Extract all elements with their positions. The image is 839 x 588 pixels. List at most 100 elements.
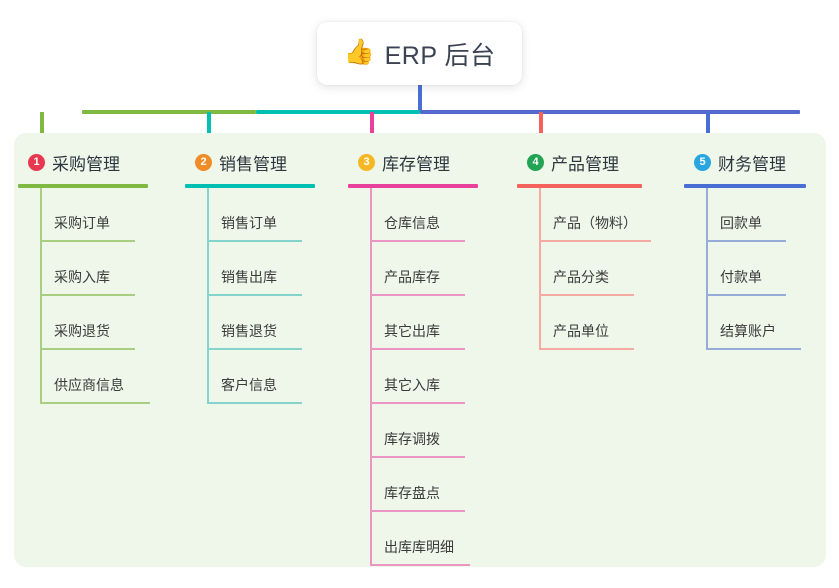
branch-title: 库存管理: [382, 154, 450, 174]
branch-item-label: 产品单位: [553, 323, 609, 339]
branch-item-label: 销售订单: [221, 215, 277, 231]
connector-horizontal-segment: [420, 110, 800, 114]
connector-horizontal-segment: [82, 110, 256, 114]
branch-item[interactable]: 其它入库: [348, 350, 513, 404]
branch-header-4[interactable]: 4 产品管理: [517, 146, 682, 178]
branch-title: 产品管理: [551, 154, 619, 174]
branch-item-label: 其它入库: [384, 377, 440, 393]
branch-item-underline: [40, 402, 150, 404]
branch-item-underline: [370, 348, 465, 350]
branch-item-label: 销售退货: [221, 323, 277, 339]
branch-item-label: 结算账户: [720, 323, 776, 339]
branch-item-label: 产品分类: [553, 269, 609, 285]
branch-spine: [370, 188, 372, 566]
connector-branch-drop: [370, 112, 374, 148]
branch-underline: [348, 184, 478, 188]
branch-item[interactable]: 采购订单: [18, 188, 178, 242]
branch-item-label: 其它出库: [384, 323, 440, 339]
branch-spine: [539, 188, 541, 350]
branch-body: 仓库信息产品库存其它出库其它入库库存调拨库存盘点出库库明细: [348, 188, 513, 566]
branch-item-underline: [706, 294, 786, 296]
branch-item-underline: [539, 240, 651, 242]
connector-branch-drop: [706, 112, 710, 148]
branch-item-underline: [207, 294, 302, 296]
branch-body: 产品（物料） 产品分类产品单位: [517, 188, 682, 350]
branch-item[interactable]: 回款单: [684, 188, 824, 242]
branch-item-underline: [370, 510, 465, 512]
branch-title: 销售管理: [219, 154, 287, 174]
branch-item-label: 回款单: [720, 215, 762, 231]
branch-column-1: 1 采购管理采购订单采购入库采购退货供应商信息: [18, 146, 178, 404]
branch-item[interactable]: 采购退货: [18, 296, 178, 350]
branch-item-label: 产品（物料）: [553, 215, 637, 231]
branch-item-label: 产品库存: [384, 269, 440, 285]
branch-item[interactable]: 销售退货: [185, 296, 345, 350]
branch-panel: [14, 133, 826, 567]
thumbs-up-icon: 👍: [343, 38, 375, 66]
branch-number-badge: 3: [358, 153, 375, 171]
branch-header-1[interactable]: 1 采购管理: [18, 146, 178, 178]
branch-number-badge: 5: [694, 153, 711, 171]
branch-item-label: 采购入库: [54, 269, 110, 285]
branch-body: 采购订单采购入库采购退货供应商信息: [18, 188, 178, 404]
branch-column-4: 4 产品管理产品（物料） 产品分类产品单位: [517, 146, 682, 350]
branch-item-underline: [370, 294, 465, 296]
branch-body: 回款单付款单结算账户: [684, 188, 824, 350]
branch-title: 采购管理: [52, 154, 120, 174]
branch-underline: [18, 184, 148, 188]
branch-item-underline: [40, 294, 135, 296]
branch-item[interactable]: 仓库信息: [348, 188, 513, 242]
branch-item[interactable]: 销售出库: [185, 242, 345, 296]
branch-header-5[interactable]: 5 财务管理: [684, 146, 824, 178]
branch-column-5: 5 财务管理回款单付款单结算账户: [684, 146, 824, 350]
branch-item[interactable]: 其它出库: [348, 296, 513, 350]
branch-item[interactable]: 付款单: [684, 242, 824, 296]
branch-item[interactable]: 产品（物料）: [517, 188, 682, 242]
branch-item-underline: [370, 240, 465, 242]
branch-item[interactable]: 产品单位: [517, 296, 682, 350]
branch-item-underline: [370, 564, 470, 566]
branch-item[interactable]: 产品分类: [517, 242, 682, 296]
branch-spine: [40, 188, 42, 404]
branch-item[interactable]: 采购入库: [18, 242, 178, 296]
connector-branch-drop: [40, 112, 44, 148]
branch-column-3: 3 库存管理仓库信息产品库存其它出库其它入库库存调拨库存盘点出库库明细: [348, 146, 513, 566]
branch-item[interactable]: 库存盘点: [348, 458, 513, 512]
branch-item-label: 客户信息: [221, 377, 277, 393]
branch-header-3[interactable]: 3 库存管理: [348, 146, 513, 178]
branch-body: 销售订单销售出库销售退货客户信息: [185, 188, 345, 404]
branch-number-badge: 2: [195, 153, 212, 171]
branch-item-underline: [706, 348, 801, 350]
branch-item[interactable]: 出库库明细: [348, 512, 513, 566]
branch-column-2: 2 销售管理销售订单销售出库销售退货客户信息: [185, 146, 345, 404]
root-node[interactable]: 👍 ERP 后台: [317, 22, 522, 85]
connector-root-stem: [418, 85, 422, 112]
branch-item-underline: [370, 456, 465, 458]
branch-item[interactable]: 结算账户: [684, 296, 824, 350]
branch-header-2[interactable]: 2 销售管理: [185, 146, 345, 178]
branch-item-underline: [207, 402, 302, 404]
branch-item-underline: [207, 240, 302, 242]
branch-item[interactable]: 产品库存: [348, 242, 513, 296]
root-title: ERP 后台: [384, 41, 496, 70]
branch-spine: [706, 188, 708, 350]
branch-number-badge: 1: [28, 153, 45, 171]
branch-item[interactable]: 库存调拨: [348, 404, 513, 458]
branch-item-label: 采购退货: [54, 323, 110, 339]
connector-branch-drop: [207, 112, 211, 148]
branch-number-badge: 4: [527, 153, 544, 171]
branch-item[interactable]: 供应商信息: [18, 350, 178, 404]
branch-underline: [185, 184, 315, 188]
branch-item-label: 出库库明细: [384, 539, 454, 555]
branch-item-label: 库存盘点: [384, 485, 440, 501]
branch-item-label: 付款单: [720, 269, 762, 285]
branch-item-label: 供应商信息: [54, 377, 124, 393]
branch-item[interactable]: 销售订单: [185, 188, 345, 242]
branch-item-underline: [207, 348, 302, 350]
branch-item-label: 仓库信息: [384, 215, 440, 231]
branch-title: 财务管理: [718, 154, 786, 174]
branch-item-underline: [706, 240, 786, 242]
branch-item[interactable]: 客户信息: [185, 350, 345, 404]
branch-item-underline: [539, 294, 634, 296]
